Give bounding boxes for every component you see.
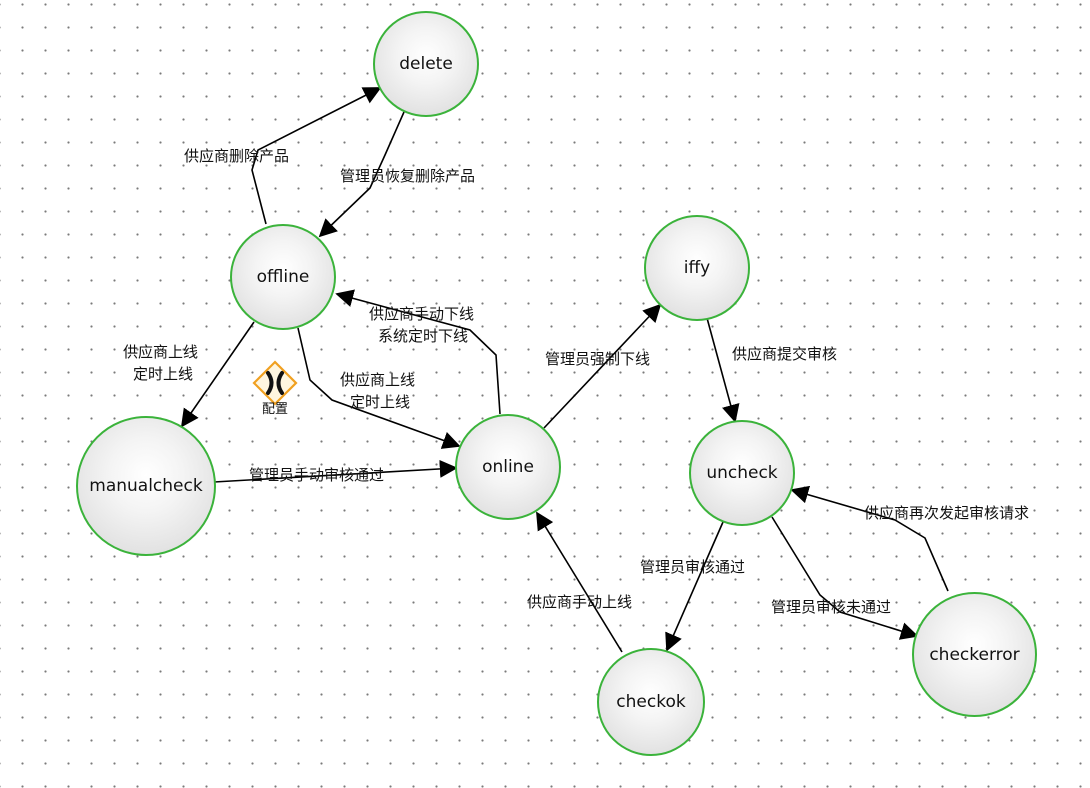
edge-online-to-offline[interactable] [335, 289, 501, 415]
edge-offline-to-manualcheck[interactable] [180, 321, 255, 428]
edge-iffy-to-uncheck[interactable] [706, 317, 740, 423]
edge-uncheck-to-checkerror[interactable] [771, 516, 919, 640]
node-checkerror[interactable]: checkerror [912, 592, 1037, 717]
node-iffy[interactable]: iffy [644, 215, 750, 321]
label-iffy-to-uncheck: 供应商提交审核 [732, 345, 838, 363]
label-online-to-offline-line2: 系统定时下线 [378, 327, 469, 345]
edge-delete-to-offline[interactable] [318, 111, 405, 238]
label-uncheck-to-checkerror: 管理员审核未通过 [771, 598, 892, 616]
edge-manualcheck-to-online[interactable] [213, 459, 458, 483]
node-online[interactable]: online [455, 414, 561, 520]
edge-checkok-to-online[interactable] [536, 511, 623, 653]
node-uncheck[interactable]: uncheck [689, 420, 795, 526]
label-delete-to-offline: 管理员恢复删除产品 [340, 167, 476, 185]
label-checkerror-to-uncheck: 供应商再次发起审核请求 [864, 504, 1030, 522]
node-checkok[interactable]: checkok [597, 648, 705, 756]
node-delete[interactable]: delete [373, 11, 479, 117]
edge-uncheck-to-checkok[interactable] [665, 521, 724, 652]
label-offline-to-manualcheck-line2: 定时上线 [133, 365, 194, 383]
label-offline-to-manualcheck-line1: 供应商上线 [123, 343, 199, 361]
edge-offline-to-delete[interactable] [251, 87, 382, 225]
label-checkok-to-online: 供应商手动上线 [527, 593, 633, 611]
label-online-to-iffy: 管理员强制下线 [545, 350, 651, 368]
label-uncheck-to-checkok: 管理员审核通过 [640, 558, 746, 576]
gateway-x-icon[interactable] [250, 349, 300, 419]
edge-offline-to-online[interactable] [297, 327, 461, 449]
label-offline-to-online-line1: 供应商上线 [340, 371, 416, 389]
edge-online-to-iffy[interactable] [543, 303, 662, 429]
label-offline-to-online-line2: 定时上线 [350, 393, 411, 411]
label-manualcheck-to-online: 管理员手动审核通过 [249, 466, 385, 484]
config-label: 配置 [261, 402, 288, 417]
node-offline[interactable]: offline [230, 224, 336, 330]
edge-checkerror-to-uncheck[interactable] [790, 485, 949, 592]
label-offline-to-delete: 供应商删除产品 [184, 147, 290, 165]
label-online-to-offline-line1: 供应商手动下线 [369, 305, 475, 323]
node-manualcheck[interactable]: manualcheck [76, 416, 216, 556]
